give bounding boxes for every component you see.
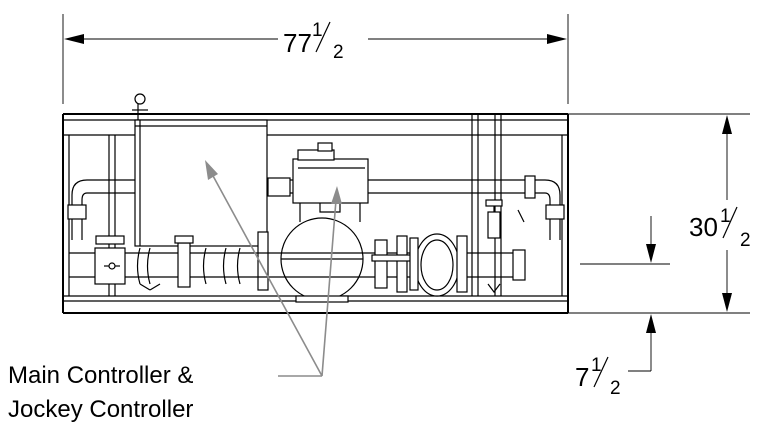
width-whole-number: 77 bbox=[283, 28, 312, 58]
height-fraction-numerator: 1 bbox=[720, 206, 731, 227]
width-arrow-left bbox=[64, 34, 84, 44]
width-arrow-right bbox=[547, 34, 567, 44]
height-arrow-bottom bbox=[722, 293, 732, 312]
jockey-controller bbox=[292, 142, 369, 222]
height-fraction-denominator: 2 bbox=[740, 230, 751, 251]
height-whole-number: 30 bbox=[689, 212, 718, 242]
pump-volute bbox=[257, 217, 364, 303]
base-arrow-up bbox=[646, 314, 656, 333]
base-fraction-denominator: 2 bbox=[610, 378, 621, 399]
callout-label-line2: Jockey Controller bbox=[8, 396, 194, 423]
width-fraction-numerator: 1 bbox=[312, 20, 323, 41]
height-arrow-top bbox=[722, 115, 732, 134]
base-arrow-down bbox=[646, 244, 656, 263]
callout-label-line1: Main Controller & bbox=[8, 362, 194, 389]
width-fraction-denominator: 2 bbox=[333, 42, 344, 63]
main-controller-cabinet bbox=[132, 93, 268, 247]
base-whole-number: 7 bbox=[575, 362, 589, 392]
right-valves bbox=[371, 199, 526, 297]
callout-leaders bbox=[205, 160, 342, 377]
base-fraction-numerator: 1 bbox=[591, 355, 602, 376]
overall-width-dimension: 77 1 2 bbox=[62, 14, 569, 104]
